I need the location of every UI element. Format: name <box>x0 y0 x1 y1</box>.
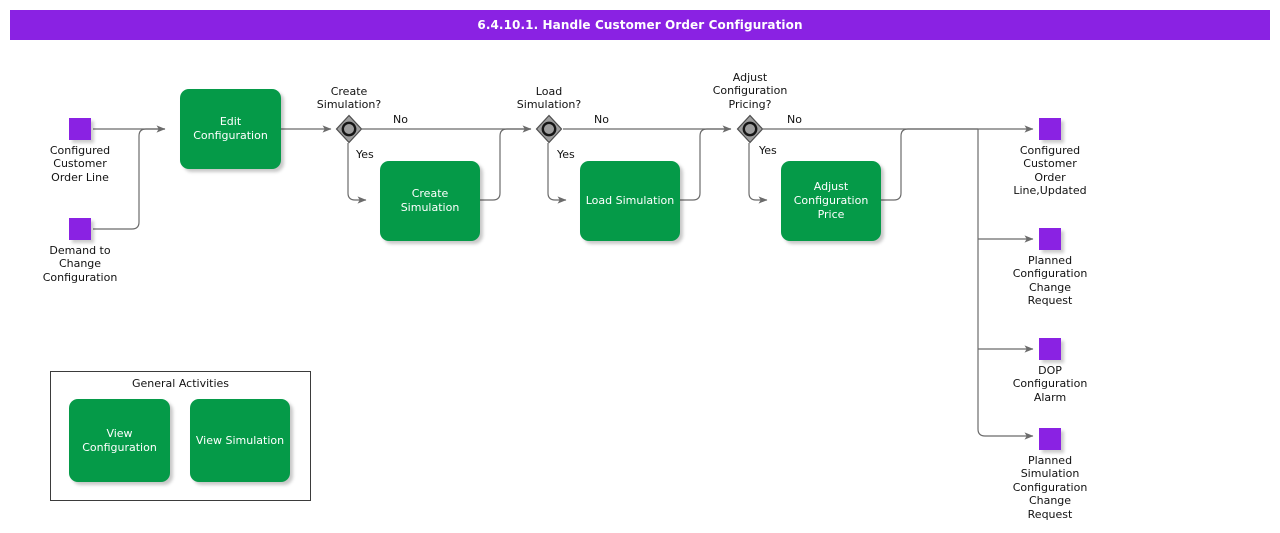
create-simulation-gateway-shape <box>335 114 363 144</box>
task-view-simulation[interactable]: View Simulation <box>190 399 290 482</box>
task-edit-configuration[interactable]: Edit Configuration <box>180 89 281 169</box>
task-view-configuration[interactable]: View Configuration <box>69 399 170 482</box>
data-object-label-planned-simulation-configuration-change-request: Planned Simulation Configuration Change … <box>1012 454 1088 521</box>
data-object-label-planned-configuration-change-request: Planned Configuration Change Request <box>1012 254 1088 308</box>
task-load-simulation[interactable]: Load Simulation <box>580 161 680 241</box>
task-label-view-simulation: View Simulation <box>195 433 285 447</box>
page-title: 6.4.10.1. Handle Customer Order Configur… <box>477 18 803 32</box>
adjust-configuration-pricing-gateway-shape <box>736 114 764 144</box>
edge-label-create-simulation-yes: Yes <box>356 148 374 161</box>
gateway-label-create-simulation: Create Simulation? <box>316 85 382 112</box>
load-simulation-gateway-shape <box>535 114 563 144</box>
data-object-configured-customer-order-line[interactable] <box>69 118 91 140</box>
data-object-planned-configuration-change-request[interactable] <box>1039 228 1061 250</box>
task-label-adjust-configuration-price: Adjust Configuration Price <box>793 180 869 221</box>
data-object-dop-configuration-alarm[interactable] <box>1039 338 1061 360</box>
task-label-view-configuration: View Configuration <box>82 426 157 454</box>
diagram-title-bar: 6.4.10.1. Handle Customer Order Configur… <box>10 10 1270 40</box>
data-object-label-demand-to-change-configuration: Demand to Change Configuration <box>42 244 118 284</box>
task-create-simulation[interactable]: Create Simulation <box>380 161 480 241</box>
edge-label-adjust-configuration-pricing-no: No <box>787 113 802 126</box>
gateway-label-adjust-configuration-pricing: Adjust Configuration Pricing? <box>712 71 788 111</box>
data-object-label-dop-configuration-alarm: DOP Configuration Alarm <box>1012 364 1088 404</box>
general-activities-title: General Activities <box>131 377 230 390</box>
task-label-load-simulation: Load Simulation <box>585 194 675 207</box>
gateway-label-load-simulation: Load Simulation? <box>516 85 582 112</box>
data-object-configured-customer-order-line-updated[interactable] <box>1039 118 1061 140</box>
edge-label-adjust-configuration-pricing-yes: Yes <box>759 144 777 157</box>
general-activities-group <box>50 371 311 501</box>
data-object-label-configured-customer-order-line-updated: Configured Customer Order Line,Updated <box>1013 144 1087 198</box>
gateway-shapes <box>335 114 764 144</box>
edge-label-load-simulation-no: No <box>594 113 609 126</box>
edge-label-load-simulation-yes: Yes <box>557 148 575 161</box>
task-label-edit-configuration: Edit Configuration <box>193 115 268 142</box>
data-object-planned-simulation-configuration-change-request[interactable] <box>1039 428 1061 450</box>
data-object-demand-to-change-configuration[interactable] <box>69 218 91 240</box>
task-adjust-configuration-price[interactable]: Adjust Configuration Price <box>781 161 881 241</box>
data-object-label-configured-customer-order-line: Configured Customer Order Line <box>49 144 111 184</box>
task-label-create-simulation: Create Simulation <box>400 187 460 214</box>
edge-label-create-simulation-no: No <box>393 113 408 126</box>
